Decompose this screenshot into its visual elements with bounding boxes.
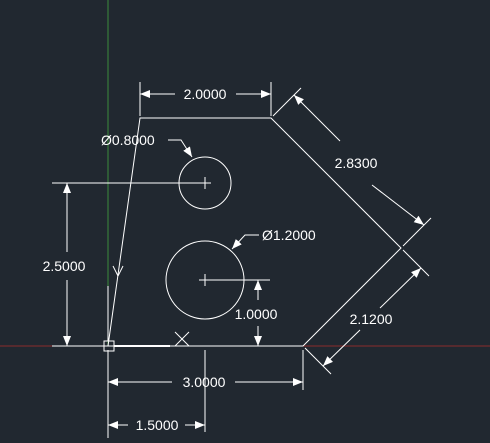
- extension-line-slant-b: [402, 217, 432, 247]
- dim-text-lower-slant[interactable]: 2.1200: [350, 311, 393, 327]
- dim-line-upper-slant: [293, 94, 341, 142]
- ucs-origin-icon: [103, 286, 170, 352]
- extension-line-lower-b: [304, 347, 332, 375]
- leader-small-hole: [168, 139, 193, 158]
- y-axis-arrow-icon: [112, 265, 124, 277]
- dim-line-lower-slant: [379, 267, 422, 309]
- dim-text-left-height[interactable]: 2.5000: [43, 258, 86, 274]
- dim-text-top-width[interactable]: 2.0000: [184, 86, 227, 102]
- leader-large-hole: [231, 234, 259, 250]
- extension-line-lower-a: [402, 249, 430, 277]
- part-outline[interactable]: [107, 117, 402, 347]
- dim-line-upper-slant-b: [371, 184, 425, 226]
- x-axis-cross-icon: [174, 331, 190, 347]
- extension-line-slant-a: [272, 87, 302, 117]
- dim-text-small-hole-dia[interactable]: Ø0.8000: [101, 132, 155, 148]
- dim-text-hole-offset-x[interactable]: 1.5000: [136, 417, 179, 433]
- dim-text-base-width[interactable]: 3.0000: [183, 374, 226, 390]
- dim-line-lower-slant-b: [322, 329, 361, 367]
- dim-text-hole-offset-y[interactable]: 1.0000: [235, 306, 278, 322]
- dim-text-large-hole-dia[interactable]: Ø1.2000: [262, 227, 316, 243]
- dim-text-upper-slant[interactable]: 2.8300: [335, 155, 378, 171]
